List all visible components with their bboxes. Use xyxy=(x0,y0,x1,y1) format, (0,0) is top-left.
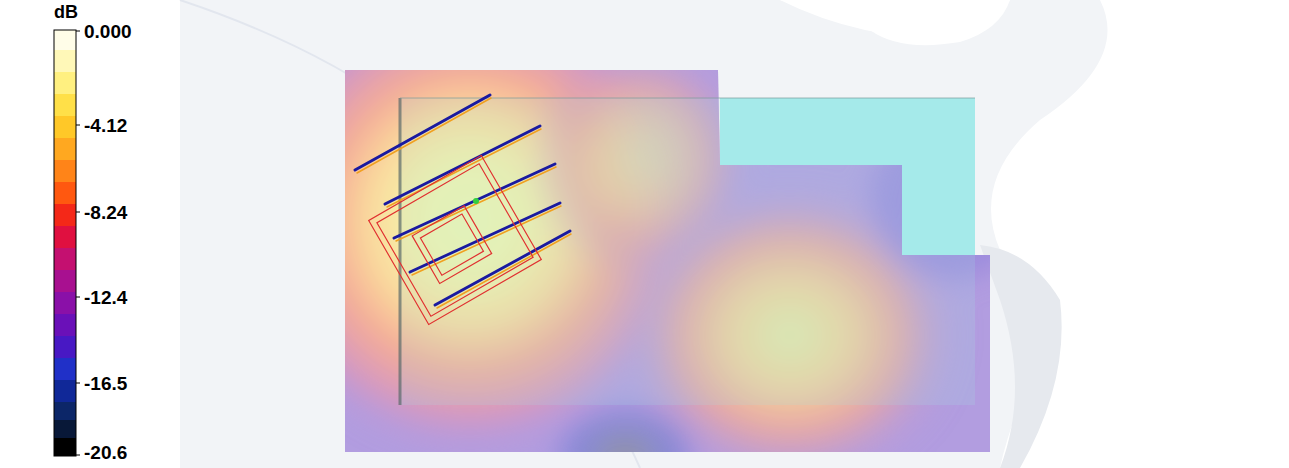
scale-tick-label: -20.6 xyxy=(84,443,127,462)
scale-tick-label: -4.12 xyxy=(84,116,127,135)
device-outline xyxy=(355,95,571,324)
heat-map xyxy=(250,0,1030,468)
phantom-shell xyxy=(180,0,1289,468)
scale-tick-label: -12.4 xyxy=(84,288,127,307)
unit-label: dB xyxy=(54,3,78,21)
flat-phantom xyxy=(400,98,975,405)
scale-tick-label: -16.5 xyxy=(84,374,127,393)
scale-tick-label: 0.000 xyxy=(84,22,132,41)
color-scale xyxy=(54,30,80,456)
scale-tick-label: -8.24 xyxy=(84,203,127,222)
